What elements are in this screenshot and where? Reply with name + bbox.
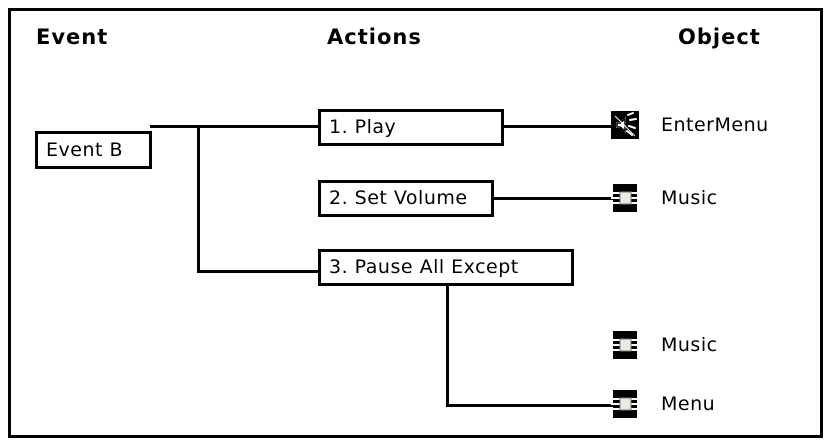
action-node-3[interactable]: 3. Pause All Except (318, 249, 574, 286)
column-header-actions: Actions (327, 25, 422, 49)
action-node-2-label: 2. Set Volume (329, 187, 468, 209)
connector-action-1-to-object (501, 125, 613, 128)
object-row-music-1[interactable]: Music (611, 184, 718, 212)
connector-event-to-trunk (150, 125, 200, 128)
object-label-menu: Menu (661, 392, 716, 415)
object-label-music-1: Music (661, 186, 718, 209)
connector-action-3-to-object-2 (446, 404, 614, 407)
object-row-entermenu[interactable]: EnterMenu (611, 111, 769, 139)
connector-trunk-to-action-3 (197, 270, 321, 273)
action-node-3-label: 3. Pause All Except (329, 256, 519, 278)
column-header-event: Event (36, 25, 109, 49)
event-node-label: Event B (46, 138, 124, 161)
object-row-menu[interactable]: Menu (611, 390, 715, 418)
connector-action-3-vertical (446, 284, 449, 406)
action-node-2[interactable]: 2. Set Volume (318, 180, 494, 217)
event-node-event-b[interactable]: Event B (35, 131, 152, 169)
diagram-outer-frame (8, 8, 823, 438)
music-track-icon (611, 184, 639, 212)
action-node-1[interactable]: 1. Play (318, 109, 504, 146)
connector-action-2-to-object (491, 197, 613, 200)
sound-effect-icon (611, 111, 639, 139)
connector-trunk-to-action-1 (197, 125, 321, 128)
object-label-entermenu: EnterMenu (661, 113, 769, 136)
music-track-icon (611, 390, 639, 418)
action-node-1-label: 1. Play (329, 116, 397, 138)
object-row-music-2[interactable]: Music (611, 331, 718, 359)
object-label-music-2: Music (661, 333, 718, 356)
connector-action-3-to-object-1 (0, 2, 168, 4)
music-track-icon (611, 331, 639, 359)
column-header-object: Object (678, 25, 761, 49)
connector-trunk-vertical (197, 125, 200, 273)
